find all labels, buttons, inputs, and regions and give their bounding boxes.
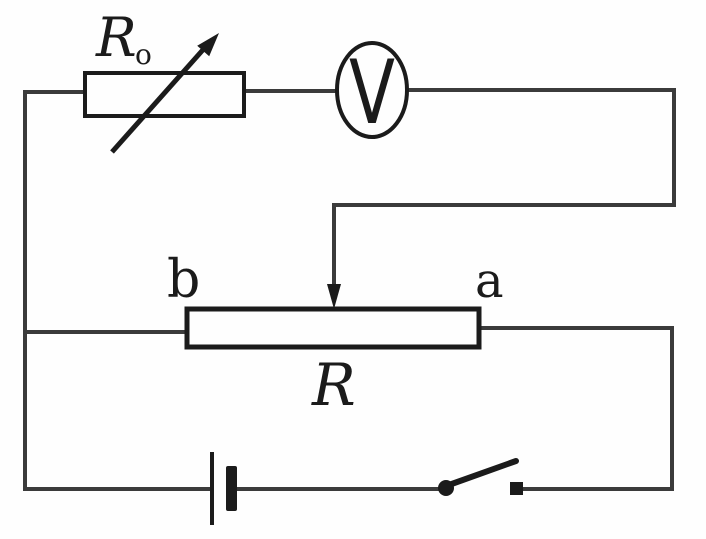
- wire-layer: [23, 88, 676, 491]
- component-layer: [83, 41, 519, 525]
- label-protect-resistor: R: [95, 6, 137, 69]
- variable-resistor-arrowhead-icon: [197, 33, 219, 57]
- potentiometer-body: [184, 306, 482, 350]
- switch-left-contact: [438, 480, 454, 496]
- wiper-arrowhead-icon: [327, 284, 341, 309]
- label-voltmeter: V: [349, 41, 395, 144]
- switch-right-contact: [510, 482, 523, 495]
- switch-blade: [443, 458, 519, 489]
- battery-short-plate: [226, 466, 237, 511]
- label-potentiometer: R: [311, 351, 356, 419]
- voltmeter-circle: [335, 41, 409, 139]
- label-terminal-b: b: [167, 250, 200, 310]
- label-layer: R o V b a R: [95, 6, 504, 419]
- filled-parts-layer: [197, 33, 523, 511]
- variable-resistor-arrow-shaft: [110, 41, 211, 154]
- label-protect-resistor-subscript: o: [135, 38, 152, 71]
- label-terminal-a: a: [475, 253, 504, 309]
